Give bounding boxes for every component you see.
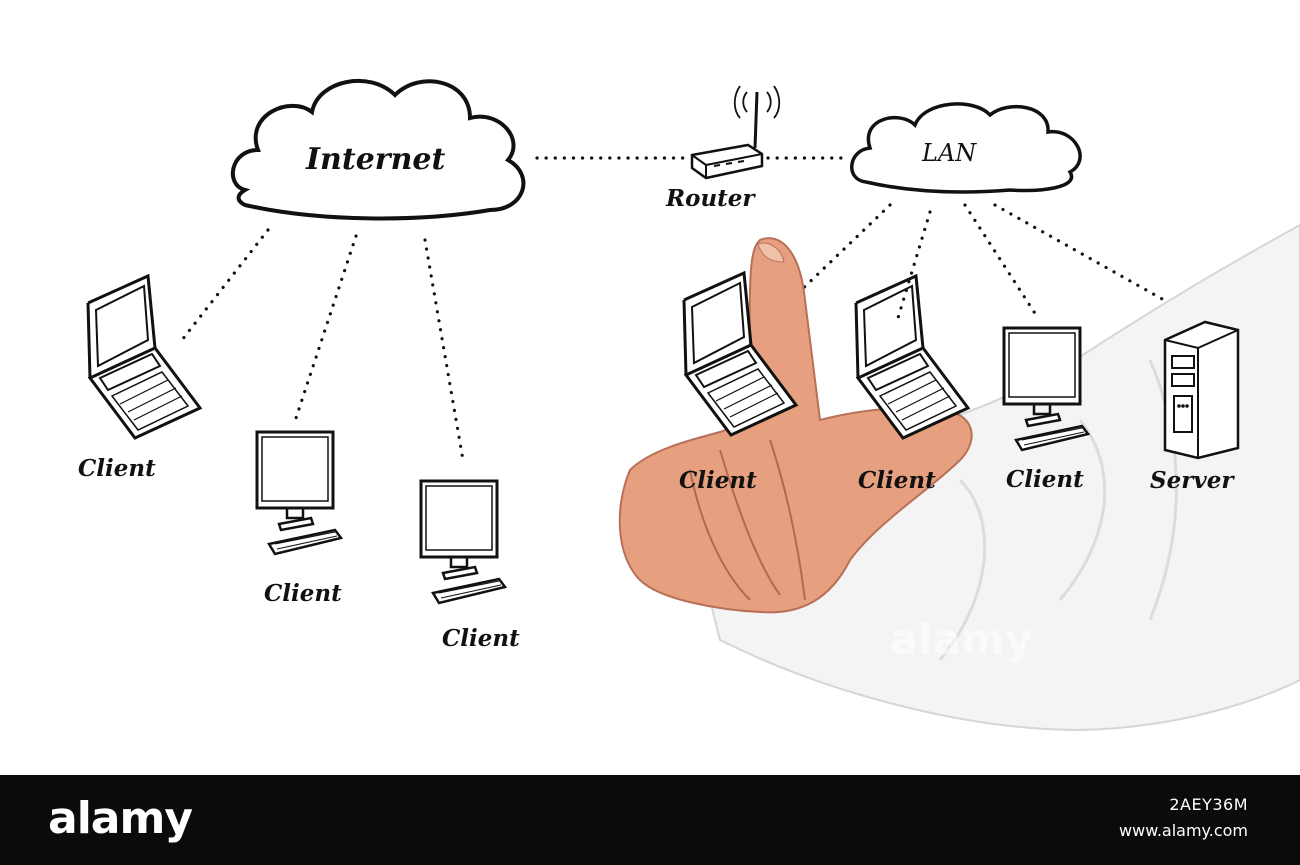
network-diagram: Internet LAN Router Client Client Client… — [78, 78, 1300, 732]
router-label: Router — [666, 185, 755, 212]
lan-cloud — [850, 102, 1082, 194]
laptop-icon — [86, 274, 202, 440]
monitor-icon — [255, 430, 343, 556]
dotted-connectors — [180, 156, 1198, 462]
site-url: www.alamy.com — [1119, 821, 1248, 840]
client-label: Client — [679, 467, 757, 494]
internet-cloud-label: Internet — [306, 142, 446, 177]
server-label: Server — [1150, 467, 1234, 494]
brand-logo: alamy — [48, 793, 193, 844]
client-label: Client — [78, 455, 156, 482]
client-label: Client — [442, 625, 520, 652]
lan-cloud-label: LAN — [922, 139, 977, 167]
monitor-icon — [419, 479, 507, 605]
image-id: 2AEY36M — [1169, 795, 1248, 814]
server-icon — [1163, 320, 1240, 460]
router-icon — [690, 85, 781, 180]
pointing-hand — [618, 223, 1300, 732]
client-label: Client — [858, 467, 936, 494]
internet-cloud — [230, 78, 526, 221]
stock-footer: alamy 2AEY36M www.alamy.com — [0, 775, 1300, 865]
client-label: Client — [264, 580, 342, 607]
watermark: alamy — [890, 615, 1033, 664]
client-label: Client — [1006, 466, 1084, 493]
diagram-canvas — [86, 78, 1300, 732]
